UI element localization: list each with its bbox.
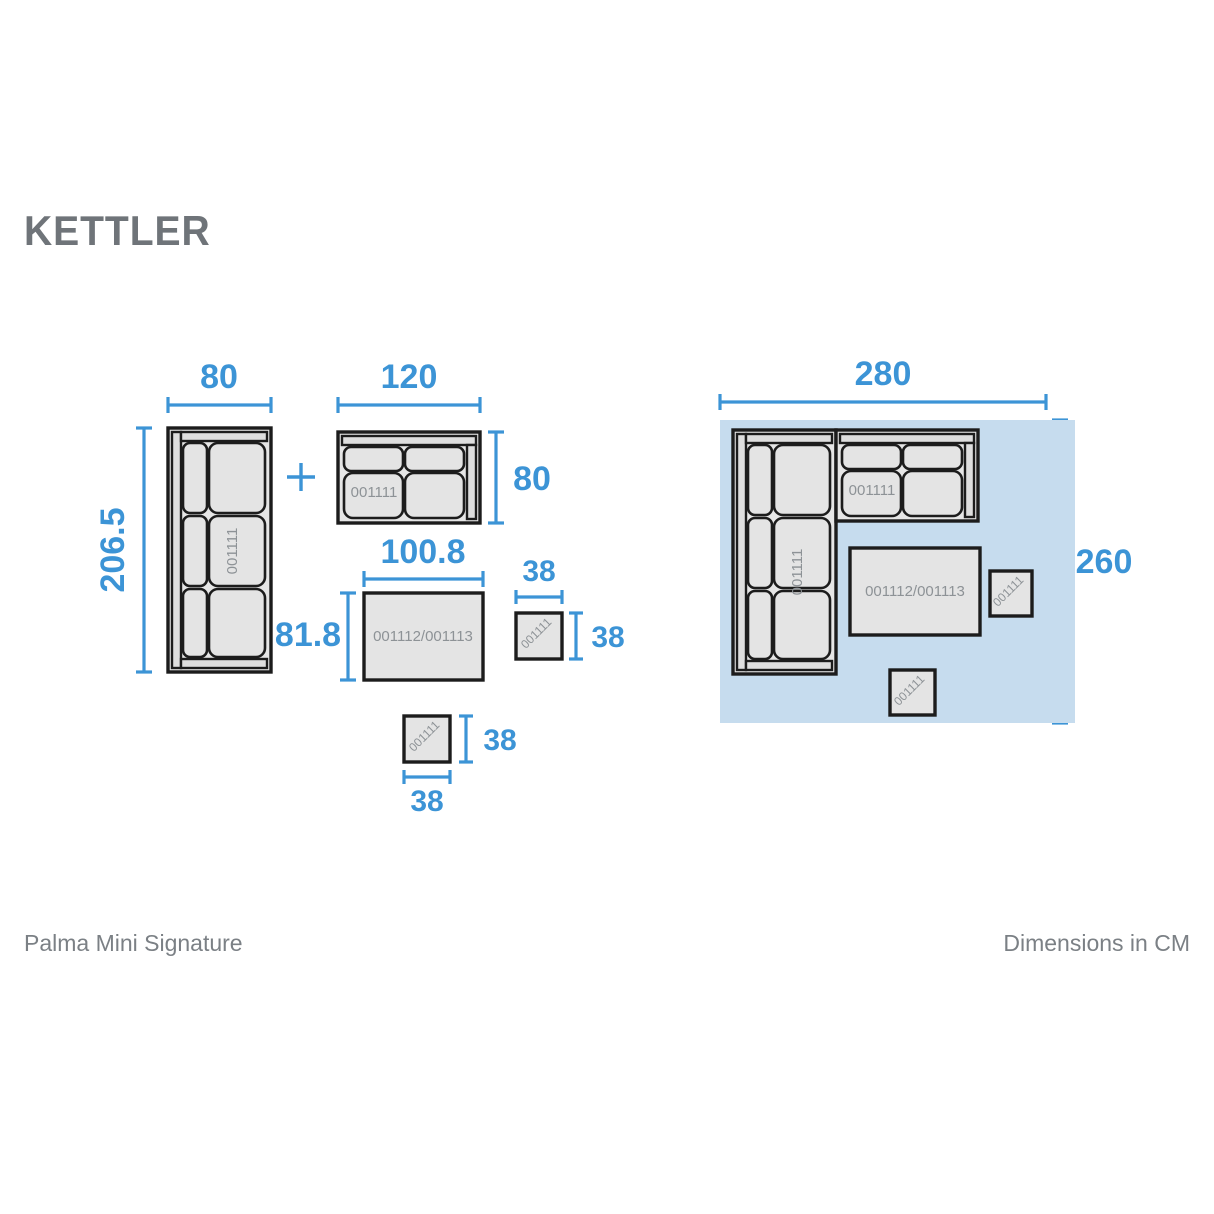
dimension-label-38-b-width: 38 (410, 785, 443, 818)
product-code-arrangement-two-seater: 001111 (849, 482, 896, 499)
dimension-corner-sofa-height: 206.5 (94, 426, 152, 674)
dimension-two-seater-height: 80 (488, 430, 551, 525)
dimension-label-38-b-height: 38 (483, 724, 516, 757)
dimension-label-80-depth: 80 (513, 460, 551, 498)
dimension-table-height: 81.8 (275, 591, 356, 682)
arrangement-corner-sofa: 001111 (731, 428, 838, 676)
component-corner-sofa: 80 206.5 001111 (94, 358, 273, 674)
dimension-stool-b-height: 38 (459, 714, 517, 764)
product-code-arrangement-corner-sofa: 001111 (789, 549, 806, 596)
dimension-label-38-a-width: 38 (522, 555, 555, 588)
dimension-stool-a-width: 38 (514, 555, 564, 604)
plus-icon (287, 463, 315, 491)
product-code-table: 001112/001113 (373, 628, 473, 645)
dimension-label-280: 280 (855, 355, 912, 393)
dimension-stool-b-width: 38 (402, 770, 452, 818)
dimension-label-206-5: 206.5 (94, 507, 132, 592)
dimension-two-seater-width: 120 (336, 358, 482, 413)
component-stool-a: 38 38 001111 (514, 555, 625, 661)
dimension-stool-a-height: 38 (569, 611, 625, 661)
arrangement-stool-a: 001111 (988, 569, 1034, 618)
dimension-label-81-8: 81.8 (275, 616, 341, 654)
dimension-label-80-width: 80 (200, 358, 238, 396)
units-note-label: Dimensions in CM (1003, 930, 1190, 956)
dimension-table-width: 100.8 (362, 533, 485, 587)
arrangement-two-seater-sofa: 001111 (834, 428, 980, 523)
arrangement-layout: 280 260 0 (718, 355, 1133, 725)
arrangement-coffee-table: 001112/001113 (848, 546, 982, 637)
component-stool-b: 38 38 001111 (402, 714, 517, 818)
kettler-logo: KETTLER (24, 207, 211, 254)
arrangement-stool-b: 001111 (888, 668, 937, 717)
product-name-label: Palma Mini Signature (24, 930, 243, 956)
dimension-label-260: 260 (1076, 543, 1133, 581)
product-code-arrangement-table: 001112/001113 (865, 583, 965, 600)
product-code-corner-sofa: 001111 (224, 528, 241, 575)
dimension-label-38-a-height: 38 (591, 621, 624, 654)
product-code-two-seater: 001111 (351, 484, 398, 501)
dimension-label-120: 120 (381, 358, 438, 396)
component-two-seater-sofa: 120 80 001111 (336, 358, 551, 525)
dimension-arrangement-width: 280 (718, 355, 1048, 410)
dimension-label-100-8: 100.8 (380, 533, 465, 571)
dimension-corner-sofa-width: 80 (166, 358, 273, 413)
component-coffee-table: 100.8 81.8 001112/001113 (275, 533, 485, 682)
